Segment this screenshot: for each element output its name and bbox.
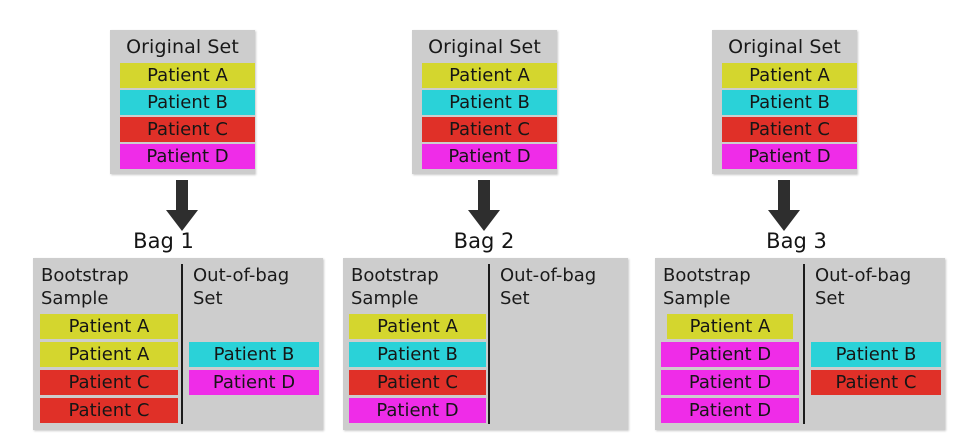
original-patient-bar: Patient B [722, 90, 857, 115]
bootstrap-sample-pane-2: Bootstrap Sample Patient A Patient B Pat… [343, 258, 488, 430]
bootstrap-patient-bar: Patient A [349, 314, 486, 339]
bootstrap-patient-bar: Patient B [349, 342, 486, 367]
bootstrap-sample-pane-1: Bootstrap Sample Patient A Patient A Pat… [33, 258, 181, 430]
original-patient-bar: Patient B [422, 90, 557, 115]
bootstrap-patient-bar: Patient A [40, 314, 178, 339]
out-of-bag-list: Patient B Patient C [807, 342, 945, 398]
original-set-title-2: Original Set [428, 36, 541, 58]
out-of-bag-title: Out-of-bag Set [815, 265, 912, 309]
bootstrap-patient-bar: Patient C [349, 370, 486, 395]
original-patient-bar: Patient B [120, 90, 255, 115]
out-of-bag-pane-2: Out-of-bag Set [492, 258, 628, 430]
bagging-column-3: Original Set Patient A Patient B Patient… [645, 0, 960, 442]
original-patient-bar: Patient D [722, 144, 857, 169]
out-of-bag-pane-3: Out-of-bag Set Patient B Patient C [807, 258, 945, 430]
bootstrap-sample-list: Patient A Patient A Patient C Patient C [33, 314, 181, 426]
bootstrap-patient-bar: Patient D [661, 370, 799, 395]
original-patient-bar: Patient C [722, 117, 857, 142]
bag-box-2: Bootstrap Sample Patient A Patient B Pat… [343, 258, 628, 430]
original-set-box-1: Original Set Patient A Patient B Patient… [110, 30, 255, 174]
bootstrap-patient-bar: Patient D [661, 342, 799, 367]
original-patient-bar: Patient A [722, 63, 857, 88]
bag-label-3: Bag 3 [766, 229, 827, 253]
out-of-bag-title: Out-of-bag Set [193, 265, 290, 309]
bootstrap-sample-list: Patient A Patient D Patient D Patient D [655, 314, 803, 426]
out-of-bag-patient-bar: Patient D [189, 370, 319, 395]
original-set-box-3: Original Set Patient A Patient B Patient… [712, 30, 857, 174]
bootstrap-patient-bar: Patient D [349, 398, 486, 423]
bag-label-2: Bag 2 [453, 229, 515, 253]
out-of-bag-patient-bar: Patient C [811, 370, 941, 395]
bagging-column-2: Original Set Patient A Patient B Patient… [335, 0, 645, 442]
bag-box-3: Bootstrap Sample Patient A Patient D Pat… [655, 258, 945, 430]
pane-divider [488, 264, 490, 424]
original-patient-bar: Patient C [422, 117, 557, 142]
original-set-box-2: Original Set Patient A Patient B Patient… [412, 30, 557, 174]
out-of-bag-patient-bar: Patient B [189, 342, 319, 367]
bootstrap-patient-bar: Patient A [667, 314, 793, 339]
bootstrap-sample-title: Bootstrap Sample [41, 265, 129, 309]
original-set-title-3: Original Set [728, 36, 841, 58]
original-patient-bar: Patient D [422, 144, 557, 169]
pane-divider [803, 264, 805, 424]
down-arrow-icon [767, 180, 801, 232]
bag-label-1: Bag 1 [133, 229, 194, 253]
out-of-bag-title: Out-of-bag Set [500, 265, 597, 309]
bootstrap-sample-title: Bootstrap Sample [351, 265, 439, 309]
down-arrow-icon [467, 180, 501, 232]
original-patient-bar: Patient D [120, 144, 255, 169]
down-arrow-icon [165, 180, 199, 232]
original-patient-bar: Patient A [120, 63, 255, 88]
bootstrap-sample-list: Patient A Patient B Patient C Patient D [343, 314, 488, 426]
bootstrap-patient-bar: Patient C [40, 370, 178, 395]
bootstrap-sample-title: Bootstrap Sample [663, 265, 751, 309]
bootstrap-sample-pane-3: Bootstrap Sample Patient A Patient D Pat… [655, 258, 803, 430]
out-of-bag-list: Patient B Patient D [185, 342, 323, 398]
bootstrap-patient-bar: Patient C [40, 398, 178, 423]
bootstrap-patient-bar: Patient A [40, 342, 178, 367]
original-patient-bar: Patient A [422, 63, 557, 88]
original-patient-bar: Patient C [120, 117, 255, 142]
out-of-bag-patient-bar: Patient B [811, 342, 941, 367]
bootstrap-patient-bar: Patient D [661, 398, 799, 423]
pane-divider [181, 264, 183, 424]
original-set-title-1: Original Set [126, 36, 239, 58]
bag-box-1: Bootstrap Sample Patient A Patient A Pat… [33, 258, 323, 430]
out-of-bag-pane-1: Out-of-bag Set Patient B Patient D [185, 258, 323, 430]
bagging-column-1: Original Set Patient A Patient B Patient… [0, 0, 335, 442]
